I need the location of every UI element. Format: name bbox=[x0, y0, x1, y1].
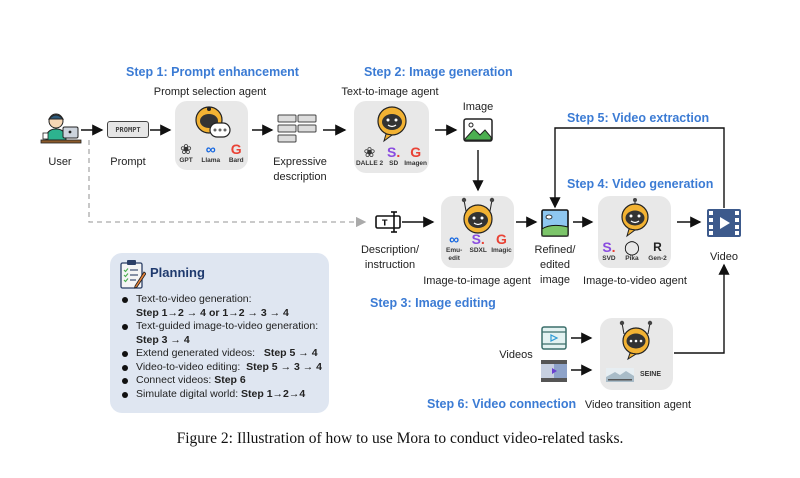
video-transition-agent-box: SEINE bbox=[600, 318, 673, 390]
text-cursor-icon: T bbox=[375, 211, 403, 238]
step6-label: Step 6: Video connection bbox=[427, 397, 577, 411]
model-sdxl: S.SDXL bbox=[469, 231, 487, 255]
robot-icon bbox=[374, 105, 410, 148]
planning-item: Simulate digital world: Step 1→2→4 bbox=[120, 388, 322, 402]
google-icon: G bbox=[230, 141, 242, 157]
step4-label: Step 4: Video generation bbox=[567, 177, 714, 191]
dashed-arrow-user-to-instruction bbox=[88, 140, 367, 228]
model-sd: S.SD bbox=[387, 144, 401, 168]
prompt-selection-agent-title: Prompt selection agent bbox=[153, 86, 267, 98]
image-to-video-agent-title: Image-to-video agent bbox=[583, 275, 687, 287]
google-icon: G bbox=[496, 231, 507, 247]
stability-icon: S. bbox=[602, 239, 616, 255]
model-svd: S.SVD bbox=[602, 239, 616, 263]
expressive-description-label: Expressive description bbox=[273, 156, 327, 183]
prompt-icon: PROMPT bbox=[107, 121, 149, 138]
planning-item: Extend generated videos: Step 5 → 4 bbox=[120, 347, 322, 361]
image-label: Image bbox=[462, 101, 494, 113]
stability-icon: S. bbox=[471, 231, 485, 247]
planning-item: Video-to-video editing: Step 5 → 3 → 4 bbox=[120, 361, 322, 375]
prompt-label: Prompt bbox=[110, 156, 146, 168]
model-pika: ◯Pika bbox=[624, 239, 640, 263]
google-icon: G bbox=[410, 144, 422, 160]
pika-icon: ◯ bbox=[624, 239, 640, 255]
video-transition-agent-title: Video transition agent bbox=[584, 399, 692, 411]
film-strip-icon bbox=[541, 360, 567, 387]
svg-text:T: T bbox=[382, 219, 388, 228]
robot-chat-icon bbox=[617, 320, 655, 365]
text-to-image-agent-title: Text-to-image agent bbox=[341, 86, 439, 98]
robot-icon bbox=[616, 198, 654, 243]
prompt-icon-text: PROMPT bbox=[115, 125, 141, 134]
video-clip-icon bbox=[541, 326, 567, 355]
step1-label: Step 1: Prompt enhancement bbox=[126, 65, 299, 79]
arrow-video-extraction-loop bbox=[549, 127, 725, 209]
description-instruction-label: Description/ instruction bbox=[360, 244, 420, 271]
user-icon bbox=[40, 112, 82, 148]
step5-label: Step 5: Video extraction bbox=[567, 111, 710, 125]
model-dalle2: ❀DALLE 2 bbox=[355, 144, 384, 168]
expressive-description-icon bbox=[277, 114, 319, 149]
model-gpt: ❀GPT bbox=[179, 141, 193, 165]
image-icon bbox=[463, 118, 493, 147]
stability-icon: S. bbox=[387, 144, 401, 160]
figure-caption: Figure 2: Illustration of how to use Mor… bbox=[176, 430, 624, 447]
model-llama: ∞Llama bbox=[201, 141, 221, 165]
refined-image-label: Refined/ edited image bbox=[534, 244, 576, 286]
videos-label: Videos bbox=[499, 349, 533, 361]
openai-icon: ❀ bbox=[180, 141, 192, 157]
planning-item: Text-to-video generation:Step 1→2 → 4 or… bbox=[120, 293, 322, 320]
refined-image-icon bbox=[541, 209, 569, 242]
model-seine: SEINE bbox=[606, 368, 661, 382]
openai-icon: ❀ bbox=[363, 144, 376, 160]
runway-icon: R bbox=[653, 240, 662, 254]
clipboard-checklist-icon bbox=[120, 259, 147, 294]
planning-item: Connect videos: Step 6 bbox=[120, 374, 322, 388]
planning-panel: Planning Text-to-video generation:Step 1… bbox=[110, 253, 329, 413]
planning-item: Text-guided image-to-video generation:St… bbox=[120, 320, 322, 347]
user-label: User bbox=[48, 156, 72, 168]
arrow-transition-to-video bbox=[674, 263, 730, 354]
video-icon bbox=[707, 209, 741, 242]
step3-label: Step 3: Image editing bbox=[370, 296, 496, 310]
image-to-image-agent-title: Image-to-image agent bbox=[423, 275, 531, 287]
robot-antenna-icon bbox=[459, 197, 497, 244]
robot-chat-icon bbox=[193, 105, 231, 146]
video-label: Video bbox=[710, 251, 738, 263]
seine-thumbnail bbox=[606, 368, 634, 382]
model-emu-edit: ∞Emu-edit bbox=[446, 231, 463, 263]
meta-icon: ∞ bbox=[449, 231, 460, 247]
planning-list: Text-to-video generation:Step 1→2 → 4 or… bbox=[120, 293, 322, 401]
step2-label: Step 2: Image generation bbox=[364, 65, 513, 79]
planning-title: Planning bbox=[150, 265, 205, 280]
meta-icon: ∞ bbox=[205, 141, 216, 157]
